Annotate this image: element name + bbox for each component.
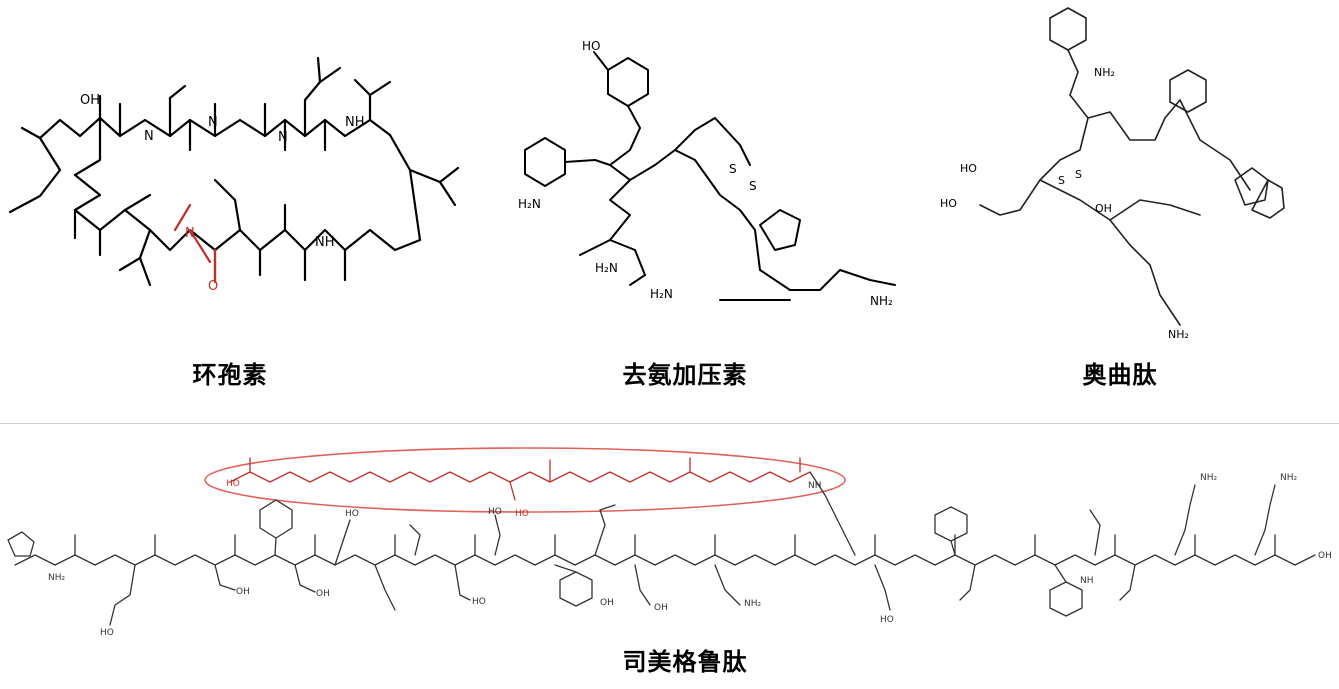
label-ho: HO — [345, 509, 359, 519]
label-nh2: NH₂ — [744, 599, 762, 609]
label-h2n: H₂N — [595, 261, 618, 275]
molecule-name: 奥曲肽 — [1082, 361, 1158, 389]
label-n: N — [278, 130, 288, 145]
label-ho: HO — [100, 628, 114, 638]
semaglutide-structure: HO HO NH NH₂ HO OH OH HO HO HO OH OH NH₂… — [7, 447, 1332, 638]
label-s: S — [1075, 168, 1082, 181]
desmopressin-panel: HO S S H₂N H₂N H₂N NH₂ 去氨加压素 — [500, 0, 920, 389]
label-oh: OH — [1095, 202, 1112, 215]
molecule-name: 司美格鲁肽 — [622, 648, 748, 676]
label-s: S — [749, 179, 757, 193]
label-ho: HO — [960, 162, 977, 175]
label-ho-red: HO — [226, 479, 240, 489]
label-nh2: NH₂ — [1280, 473, 1298, 483]
label-ho-red: HO — [515, 509, 529, 519]
label-s: S — [729, 162, 737, 176]
label-h2n: H₂N — [650, 287, 673, 301]
label-ho: HO — [472, 597, 486, 607]
label-s: S — [1058, 174, 1065, 187]
label-ho: HO — [880, 615, 894, 625]
label-oh: OH — [80, 93, 100, 108]
octreotide-structure: NH₂ HO HO OH S S NH₂ — [940, 7, 1285, 341]
label-n: N — [144, 129, 154, 144]
label-nh2: NH₂ — [1094, 66, 1115, 79]
molecule-name: 环孢素 — [192, 361, 268, 389]
molecule-name: 去氨加压素 — [622, 361, 748, 389]
label-o-highlight: O — [208, 279, 218, 294]
label-nh2: NH₂ — [1200, 473, 1218, 483]
label-oh: OH — [600, 598, 614, 608]
cyclosporine-panel: OH N N N NH N NH O 环孢素 — [0, 0, 460, 389]
label-oh: OH — [654, 603, 668, 613]
label-nh2: NH₂ — [48, 573, 66, 583]
octreotide-panel: NH₂ HO HO OH S S NH₂ 奥曲肽 — [930, 0, 1330, 389]
label-n: N — [208, 115, 218, 130]
label-nh: NH — [808, 481, 822, 491]
semaglutide-panel: HO HO NH NH₂ HO OH OH HO HO HO OH OH NH₂… — [0, 430, 1339, 689]
label-h2n: H₂N — [518, 197, 541, 211]
label-oh: OH — [316, 589, 330, 599]
label-n-highlight: N — [185, 226, 195, 241]
label-nh: NH — [1080, 576, 1094, 586]
desmopressin-structure: HO S S H₂N H₂N H₂N NH₂ — [518, 39, 896, 308]
label-nh2: NH₂ — [870, 294, 893, 308]
carbonyl-bonds — [74, 534, 1276, 556]
label-nh: NH — [315, 235, 335, 250]
cyclosporine-structure: OH N N N NH N NH O — [8, 56, 460, 294]
label-oh: OH — [236, 587, 250, 597]
section-divider — [0, 423, 1339, 424]
label-nh2: NH₂ — [1168, 328, 1189, 341]
sidechain-highlight-ellipse — [204, 447, 846, 513]
label-ho: HO — [940, 197, 957, 210]
label-oh: OH — [1318, 551, 1332, 561]
label-nh: NH — [345, 115, 365, 130]
label-ho: HO — [488, 507, 502, 517]
label-ho: HO — [582, 39, 600, 53]
